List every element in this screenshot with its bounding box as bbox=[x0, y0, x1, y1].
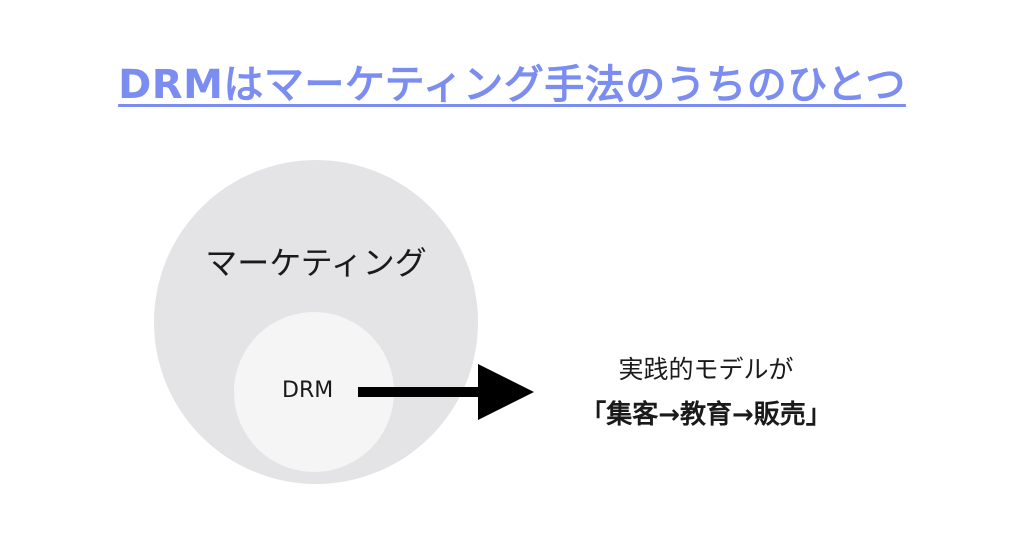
drm-label: DRM bbox=[282, 378, 334, 403]
arrow-head bbox=[478, 364, 534, 420]
page-title: DRMはマーケティング手法のうちのひとつ bbox=[118, 62, 906, 108]
description-line2: 「集客→教育→販売」 bbox=[580, 400, 832, 430]
drm-description: 実践的モデルが 「集客→教育→販売」 bbox=[556, 350, 856, 431]
arrow-shaft bbox=[358, 387, 483, 397]
marketing-label: マーケティング bbox=[205, 244, 427, 282]
right-arrow-icon bbox=[358, 364, 534, 420]
description-line1: 実践的モデルが bbox=[618, 355, 794, 384]
